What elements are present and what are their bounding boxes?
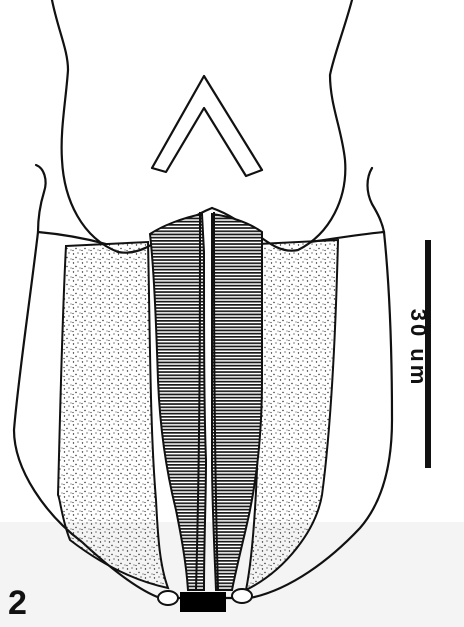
right-lateral-arm (368, 168, 385, 232)
head-right-contour (212, 0, 352, 251)
left-stippled-field (58, 242, 168, 588)
terminal-dark-block (180, 592, 226, 612)
left-lateral-arm (36, 165, 46, 232)
chevron-structure (152, 76, 262, 176)
scale-bar-label: 30 um (404, 293, 432, 403)
head-left-contour (52, 0, 212, 253)
panel-label: 2 (8, 586, 27, 620)
right-terminal-bulb (232, 589, 252, 603)
left-terminal-bulb (158, 591, 178, 605)
